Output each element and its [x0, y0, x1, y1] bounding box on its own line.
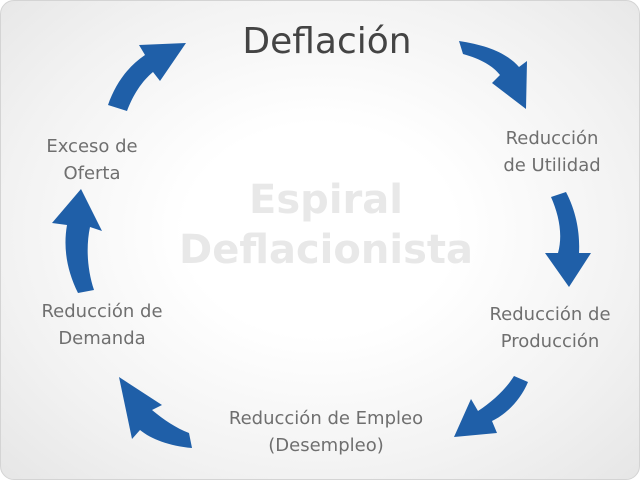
step-label-line-1: Reducción de [489, 304, 611, 325]
arrow-icon-4 [119, 377, 192, 448]
step-label-line-1: Exceso de [46, 136, 138, 157]
step-label-line-1: Reducción de [41, 301, 163, 322]
arrow-icon-1 [459, 41, 527, 109]
step-label-line-1: Reducción [505, 128, 599, 149]
step-reduccion-utilidad: Reducción de Utilidad [488, 125, 616, 179]
step-label-line-2: Producción [500, 331, 600, 352]
step-label-line-2: (Desempleo) [268, 435, 384, 456]
step-reduccion-empleo: Reducción de Empleo (Desempleo) [206, 405, 446, 459]
arrow-icon-3 [454, 376, 528, 437]
step-reduccion-produccion: Reducción de Producción [466, 301, 634, 355]
center-watermark: Espiral Deflacionista [151, 175, 501, 275]
step-reduccion-demanda: Reducción de Demanda [21, 298, 183, 352]
watermark-line-1: Espiral [249, 177, 403, 223]
arrow-icon-2 [545, 192, 591, 287]
step-label-line-2: Demanda [58, 328, 146, 349]
step-label-line-2: de Utilidad [503, 155, 601, 176]
arrow-icon-5 [52, 189, 102, 293]
arrow-icon-6 [108, 43, 186, 111]
step-label-line-2: Oferta [63, 163, 121, 184]
watermark-line-2: Deflacionista [179, 227, 473, 273]
diagram-title: Deflación [242, 21, 412, 62]
step-label-line-1: Reducción de Empleo [228, 408, 424, 429]
step-exceso-oferta: Exceso de Oferta [27, 133, 157, 187]
